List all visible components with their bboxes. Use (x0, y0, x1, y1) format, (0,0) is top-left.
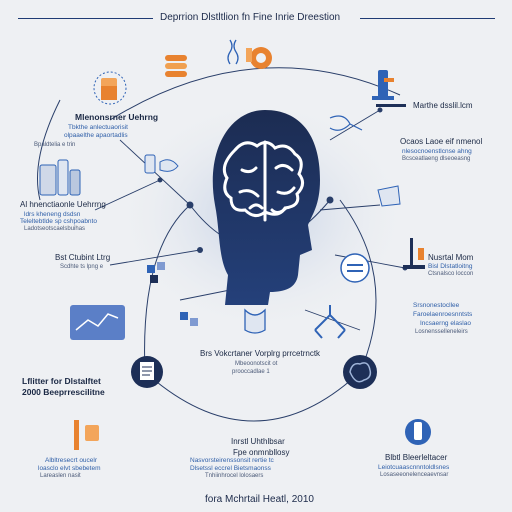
left-mid-sub1: ldrs kheneng dsdsn (24, 211, 81, 218)
gear-orange-icon (246, 47, 272, 69)
molecule-icon (329, 115, 363, 131)
cube-cluster-icon (147, 262, 198, 326)
bottom-center-sub3: Dlsetssl eccrel Bietsmaonss (190, 465, 271, 472)
test-tube-icon (74, 420, 99, 450)
right-lower-sub1: Srsnonestocllee (413, 302, 460, 309)
top-left-heading: Mlenonsrner Uehrng (75, 112, 159, 122)
bottom-right-bottle-icon (405, 419, 431, 445)
right-low-sub1: Bisl Dlstatloitng (428, 263, 473, 270)
document-circle-icon (131, 356, 163, 388)
bottom-center-heading: Inrstl Uhthlbsar (231, 437, 285, 446)
right-lower-sub2: Faroelaenroesnntsts (413, 311, 473, 318)
header-rule-right (360, 18, 495, 19)
center-line3: prooccadlae 1 (232, 369, 270, 375)
brain-circle-icon (343, 355, 377, 389)
connector-nodes (157, 107, 408, 271)
left-mid-heading: Al hnenctiaonle Uehrrng (20, 200, 106, 209)
left-mid-sub3: Ladotseotscaelsbuihas (24, 226, 86, 232)
bottom-right-heading: Blbtl Bleerleltacer (385, 453, 448, 462)
left-bottom-sub: 2000 Beeprrescilitne (22, 387, 105, 397)
bottom-left-sub3: Lareaslen nasit (40, 473, 81, 479)
bottom-right-sub1: Leiotcuaascnnntoldlsnes (378, 464, 450, 471)
top-left-sub3: Bpaldtelia e trin (34, 142, 76, 148)
top-left-sub1: Tbkthe anlectuaorisit (68, 124, 128, 131)
dna-icon (227, 39, 239, 65)
network-icon (314, 305, 346, 339)
left-mid-sub2: Teleltebtlde sp cshpoabnto (20, 218, 97, 225)
left-bottom-heading: Lflitter for Dlstalftet (22, 376, 101, 386)
beaker-icon (93, 71, 127, 105)
top-left-sub2: olpaaelthe apaortadlis (64, 132, 128, 139)
left-low-sub: Scdhte ts lpng e (60, 264, 104, 270)
scale-icon (244, 308, 266, 334)
hand-bottle-icon (144, 154, 179, 174)
footer-text: fora Mchrtail Heatl, 2010 (205, 494, 314, 505)
bottom-left-sub1: Albltresecrt oucelr (45, 457, 98, 464)
right-top-heading: Marthe dsslil.lcm (413, 101, 473, 110)
bottom-center-sub4: Tnhiinhrocel lolosaers (205, 473, 264, 479)
right-mid-sub1: nlesocnoenstlcnse ahng (402, 148, 472, 155)
bottom-center-sub1: Fpe onmnbllosy (233, 448, 290, 457)
pill-stack-icon (165, 55, 187, 77)
center-line2: Mbeoonotscit ot (235, 361, 278, 367)
right-lower-sub4: Losnensselleneleirs (415, 329, 468, 335)
bottom-left-sub2: loasclo elvt sbebetem (38, 465, 101, 472)
left-low-heading: Bst Ctubint Ltrg (55, 253, 111, 262)
bottles-icon (39, 159, 81, 196)
bottom-right-sub2: Losaseeonelenceaevnsar (380, 472, 449, 478)
brain-head-icon (212, 110, 320, 305)
center-line1: Brs Vokcrtaner Vorplrg prrcetrnctk (200, 349, 321, 358)
page-title: Deprrion Dlstltlion fn Fine Inrie Dreest… (160, 12, 341, 23)
right-mid-heading: Ocaos Laoe eif nmenol (400, 137, 483, 146)
graph-card-icon (70, 305, 125, 340)
lab-stand-icon (403, 238, 425, 269)
right-lower-sub3: Incsaerng elaslao (420, 320, 471, 327)
right-mid-sub2: Bcsceatlaeng dlseoeasng (402, 156, 471, 162)
equal-circle-icon (340, 253, 370, 283)
right-low-sub2: Ctsnalsco loccon (428, 271, 474, 277)
header-rule-left (18, 18, 153, 19)
right-low-heading: Nusrtal Mom (428, 253, 474, 262)
microscope-icon (372, 70, 406, 107)
bottom-center-sub2: Nasvorsteirenssonsit rertie tc (190, 457, 274, 464)
paper-cup-icon (377, 185, 401, 207)
